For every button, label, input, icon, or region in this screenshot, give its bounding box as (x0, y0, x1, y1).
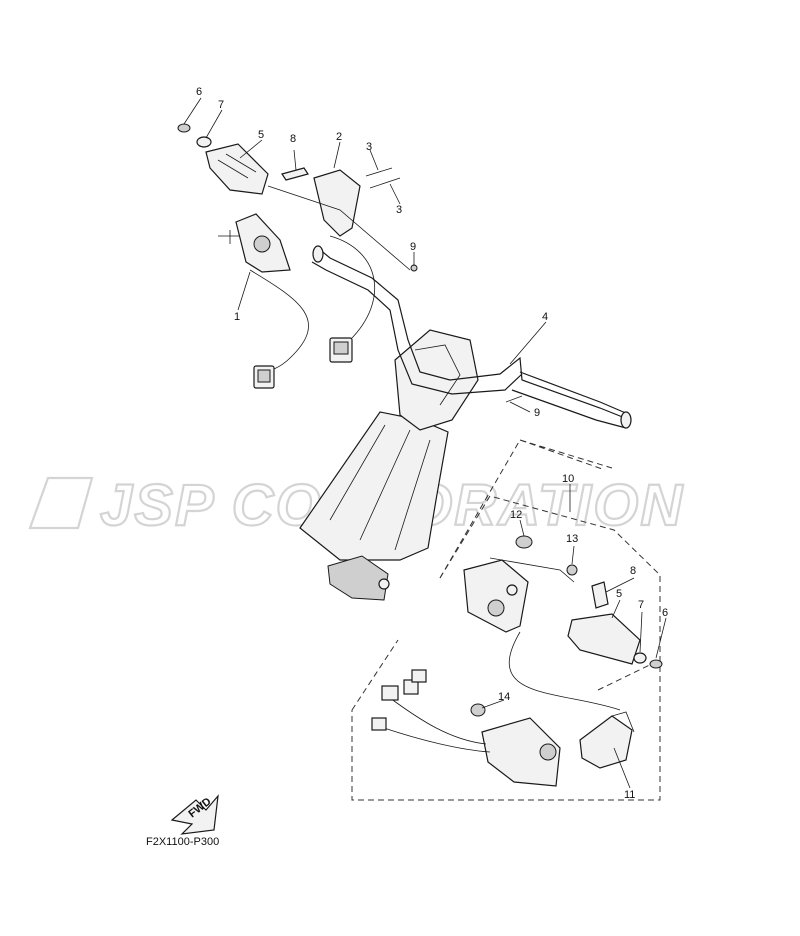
lower-grip-assembly (567, 581, 663, 669)
handlebar (311, 245, 632, 429)
callout-3-lower: 3 (396, 204, 402, 216)
callout-5-upper: 5 (258, 129, 264, 141)
callouts: 6 7 5 8 2 3 3 9 1 4 9 10 12 13 8 5 7 6 1… (196, 86, 668, 801)
throttle-housing (371, 669, 635, 787)
upper-grip-assembly (177, 123, 418, 363)
callout-8-lower: 8 (630, 565, 636, 577)
callout-10: 10 (562, 473, 574, 485)
callout-1: 1 (234, 311, 240, 323)
callout-4: 4 (542, 311, 548, 323)
leader-lines (183, 97, 667, 789)
assembly-10-outline (351, 439, 661, 801)
steering-column (299, 329, 479, 601)
callout-7-lower: 7 (638, 599, 644, 611)
callout-8-upper: 8 (290, 133, 296, 145)
fwd-arrow: FWD (170, 794, 219, 835)
callout-7-upper: 7 (218, 99, 224, 111)
callout-3-upper: 3 (366, 141, 372, 153)
callout-12: 12 (510, 509, 522, 521)
diagram-code: F2X1100-P300 (146, 836, 220, 848)
callout-13: 13 (566, 533, 578, 545)
callout-14: 14 (498, 691, 510, 703)
callout-2: 2 (336, 131, 342, 143)
screw-9-lower (505, 395, 523, 403)
callout-5-lower: 5 (616, 588, 622, 600)
callout-6-upper: 6 (196, 86, 202, 98)
callout-9-lower: 9 (534, 407, 540, 419)
left-switch (218, 213, 309, 389)
callout-6-lower: 6 (662, 607, 668, 619)
callout-9-upper: 9 (410, 241, 416, 253)
callout-11: 11 (624, 789, 635, 801)
right-switch-body (463, 535, 621, 711)
